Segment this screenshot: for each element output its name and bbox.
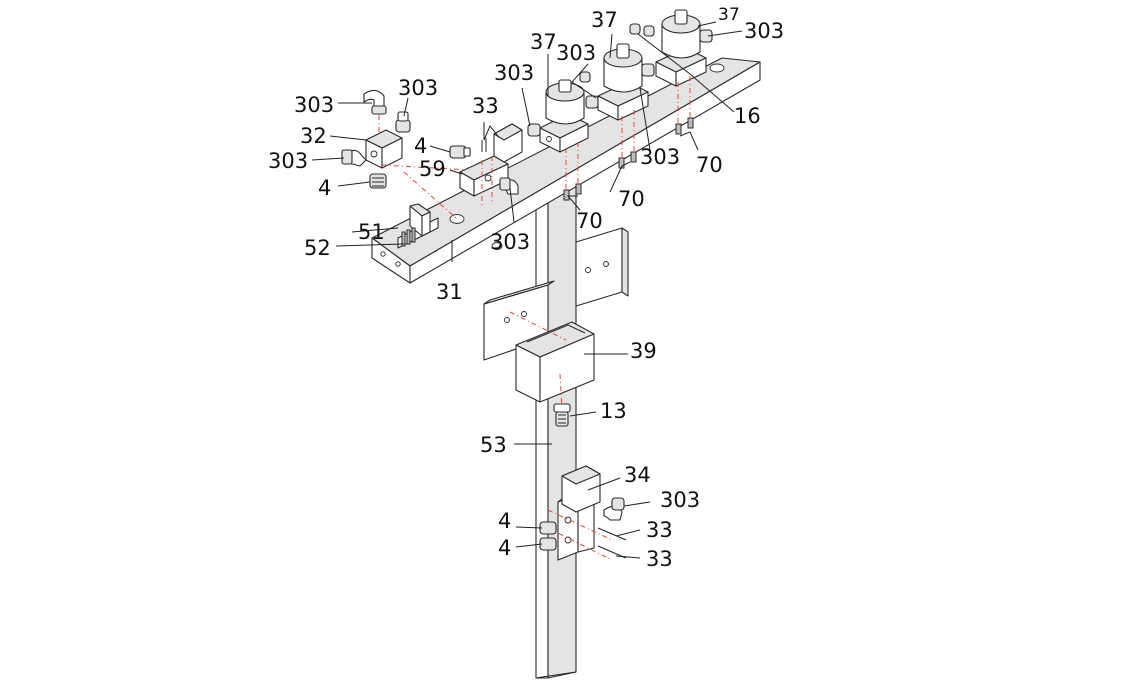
callout-16: 16 (734, 104, 761, 128)
elbow-fitting-top-left (363, 89, 387, 115)
solenoid-valve-1 (539, 79, 589, 196)
callout-37: 37 (718, 5, 740, 25)
callout-53: 53 (480, 433, 507, 457)
callout-34: 34 (624, 463, 651, 487)
fitting-303-v2 (629, 23, 655, 77)
callout-13: 13 (600, 399, 627, 423)
callout-4: 4 (498, 536, 511, 560)
back-mounting-plate (575, 227, 629, 307)
callout-33: 33 (646, 518, 673, 542)
callout-70: 70 (618, 187, 645, 211)
solenoid-valve-3 (655, 9, 707, 128)
lower-valve-34 (547, 465, 613, 561)
elbow-fitting-valve59 (499, 177, 519, 195)
fitting-303-v1-left (527, 123, 541, 137)
callout-33: 33 (646, 547, 673, 571)
callout-303: 303 (398, 76, 438, 100)
fitting-13 (553, 403, 571, 427)
vertical-post (535, 177, 577, 679)
callout-4: 4 (318, 176, 331, 200)
connector-4-valve59 (449, 145, 471, 159)
solenoid-valve-2 (597, 43, 649, 164)
connector-4-left (369, 173, 387, 189)
left-manifold-block (365, 103, 471, 219)
callout-32: 32 (300, 124, 327, 148)
elbow-fitting-303-lower (603, 497, 625, 521)
callout-37: 37 (591, 8, 618, 32)
valve-59 (459, 123, 523, 208)
callout-39: 39 (630, 339, 657, 363)
callout-303: 303 (294, 93, 334, 117)
callout-70: 70 (576, 209, 603, 233)
sensor-bracket (397, 203, 439, 249)
callout-51: 51 (358, 220, 385, 244)
callout-303: 303 (640, 145, 680, 169)
callout-303: 303 (268, 149, 308, 173)
fitting-303-left-upper (395, 111, 411, 133)
callout-70: 70 (696, 153, 723, 177)
connectors-4-lower (539, 521, 557, 551)
callout-33: 33 (472, 94, 499, 118)
callout-303: 303 (660, 488, 700, 512)
callout-labels: 303 303 32 303 4 4 33 59 303 37 303 37 3… (268, 5, 784, 571)
callout-303: 303 (744, 19, 784, 43)
callout-37: 37 (530, 30, 557, 54)
callout-4: 4 (498, 509, 511, 533)
elbow-fitting-left-lower (341, 149, 367, 167)
callout-303: 303 (490, 230, 530, 254)
callout-4: 4 (414, 134, 427, 158)
screws-33-lower (597, 527, 627, 559)
screws-70 (563, 117, 694, 201)
junction-box (509, 311, 595, 409)
callout-31: 31 (436, 280, 463, 304)
leader-lines (311, 21, 743, 559)
callout-303: 303 (556, 41, 596, 65)
fitting-303-v3 (643, 25, 713, 43)
callout-303: 303 (494, 61, 534, 85)
callout-59: 59 (419, 157, 446, 181)
callout-52: 52 (304, 236, 331, 260)
